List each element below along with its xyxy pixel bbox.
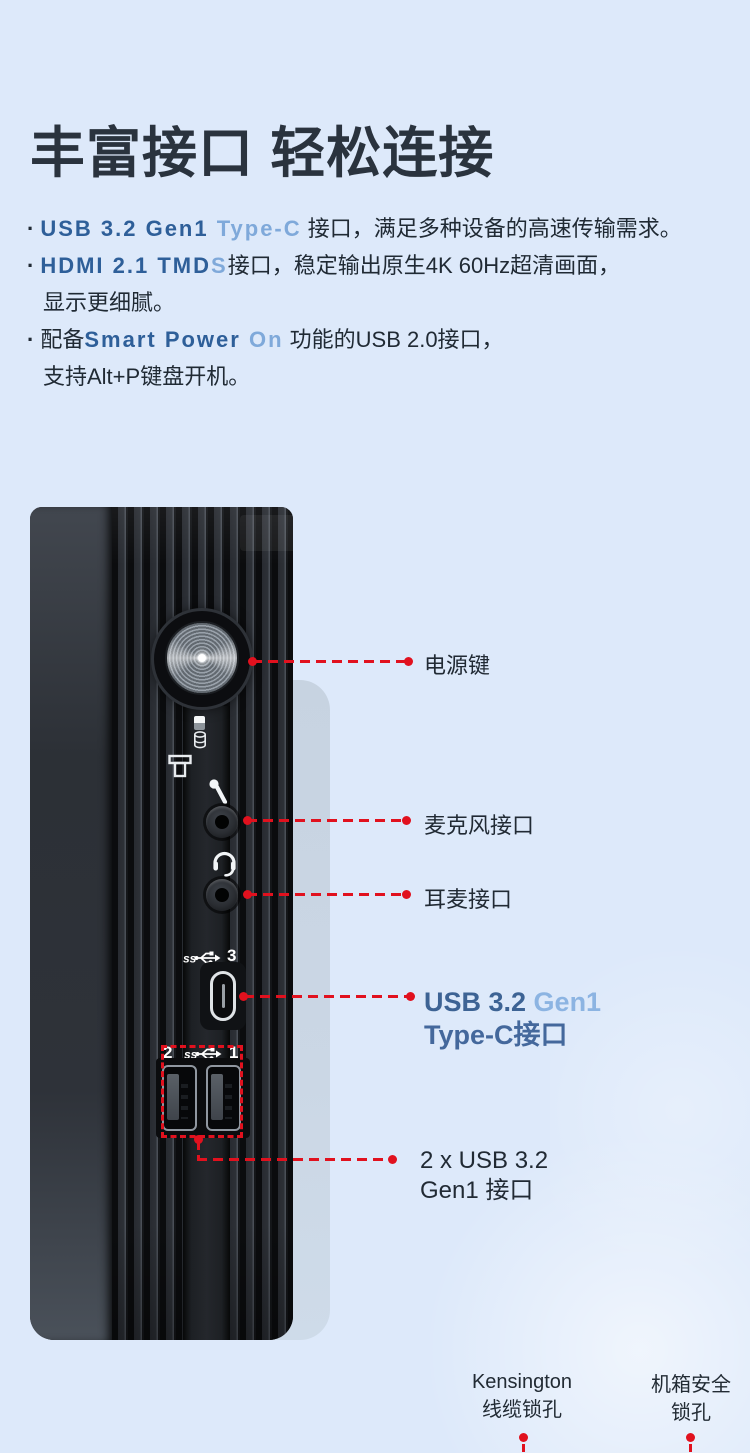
feature-bullet-hdmi: ·HDMI 2.1 TMDS接口，稳定输出原生4K 60Hz超清画面， 显示更细… — [27, 247, 743, 321]
chassis-label-line1: 机箱安全 — [651, 1374, 731, 1396]
kensington-label-line1: Kensington — [471, 1371, 573, 1393]
kensington-label: Kensington 线缆锁孔 — [432, 1368, 612, 1424]
microphone-icon — [209, 779, 228, 805]
background-glow — [550, 900, 750, 1320]
bullet-highlight: S — [211, 253, 228, 278]
callout-line-power — [252, 660, 408, 663]
bullet-text: 接口，满足多种设备的高速传输需求。 — [301, 216, 682, 241]
callout-label-typec: USB 3.2 Gen1 Type-C接口 — [424, 986, 601, 1052]
callout-line-headset — [247, 893, 406, 896]
callout-dot — [402, 816, 411, 825]
callout-dot — [406, 992, 415, 1001]
chassis-lock-label: 机箱安全 锁孔 — [611, 1371, 750, 1427]
bullet-highlight: Smart Power — [84, 327, 249, 352]
usb-pins — [181, 1077, 188, 1119]
microphone-jack — [206, 806, 238, 838]
callout-dot — [404, 657, 413, 666]
headset-icon — [213, 851, 236, 877]
callout-line-chassis — [689, 1444, 692, 1453]
callout-dot — [239, 992, 248, 1001]
usb-tongue — [211, 1074, 223, 1120]
feature-bullet-list: ·USB 3.2 Gen1 Type-C 接口，满足多种设备的高速传输需求。 ·… — [27, 210, 743, 395]
bullet-text-line2: 支持Alt+P键盘开机。 — [43, 364, 251, 389]
bullet-highlight: HDMI 2.1 TMD — [40, 253, 212, 278]
callout-line-typec — [244, 995, 410, 998]
typec-label-line2: Type-C接口 — [424, 1020, 568, 1050]
typec-label-line1-dark: USB 3.2 — [424, 987, 534, 1017]
feature-bullet-usb-typec: ·USB 3.2 Gen1 Type-C 接口，满足多种设备的高速传输需求。 — [27, 210, 743, 247]
callout-line-usba-vertical — [197, 1142, 200, 1160]
callout-dot — [519, 1433, 528, 1442]
bullet-highlight: Type-C — [216, 216, 302, 241]
usb-tongue — [167, 1074, 179, 1120]
headset-jack — [206, 879, 238, 911]
callout-dot — [194, 1135, 203, 1144]
hdd-activity-icon — [194, 731, 206, 749]
usba-port1-number: 1 — [229, 1043, 239, 1062]
tower-reflection — [240, 515, 293, 551]
bullet-highlight: On — [248, 327, 284, 352]
usb-pins — [225, 1077, 232, 1119]
tower-side-panel — [30, 507, 112, 1340]
typec-label-line1-light: Gen1 — [533, 987, 602, 1017]
callout-label-mic: 麦克风接口 — [424, 813, 535, 838]
callout-dot — [686, 1433, 695, 1442]
kensington-label-line2: 线缆锁孔 — [482, 1399, 562, 1421]
bullet-text-line2: 显示更细腻。 — [43, 290, 176, 315]
feature-bullet-smart-power-on: ·配备Smart Power On 功能的USB 2.0接口， 支持Alt+P键… — [27, 321, 743, 395]
bullet-highlight: USB 3.2 Gen1 — [40, 216, 217, 241]
drive-bay-icon — [168, 754, 192, 778]
callout-label-power: 电源键 — [424, 653, 491, 678]
power-led-indicator — [194, 716, 205, 730]
usba-port2-number: 2 — [163, 1043, 173, 1062]
bullet-marker: · — [27, 327, 35, 352]
bullet-marker: · — [27, 253, 35, 278]
callout-line-usba — [197, 1158, 392, 1161]
usba-label-line1: 2 x USB 3.2 — [420, 1147, 549, 1174]
callout-label-usba: 2 x USB 3.2 Gen1 接口 — [420, 1146, 548, 1206]
page-title: 丰富接口 轻松连接 — [30, 122, 495, 184]
callout-dot — [388, 1155, 397, 1164]
callout-line-kensington — [522, 1444, 525, 1453]
usb-a-port-1 — [206, 1065, 241, 1131]
callout-line-mic — [247, 819, 406, 822]
bullet-marker: · — [27, 216, 35, 241]
usb-typec-port — [210, 971, 236, 1021]
usba-label-line2: Gen1 接口 — [420, 1177, 534, 1204]
chassis-label-line2: 锁孔 — [671, 1402, 711, 1424]
usb-a-port-2 — [162, 1065, 197, 1131]
usba-highlight-rect — [161, 1045, 243, 1138]
typec-port-number: 3 — [227, 946, 237, 965]
svg-text:ss: ss — [183, 952, 197, 966]
bullet-text: 配备 — [40, 327, 85, 352]
callout-label-headset: 耳麦接口 — [424, 887, 513, 912]
callout-dot — [402, 890, 411, 899]
bullet-text: 功能的USB 2.0接口， — [283, 327, 504, 352]
power-led-dot — [198, 654, 206, 662]
bullet-text: 接口，稳定输出原生4K 60Hz超清画面， — [227, 253, 621, 278]
